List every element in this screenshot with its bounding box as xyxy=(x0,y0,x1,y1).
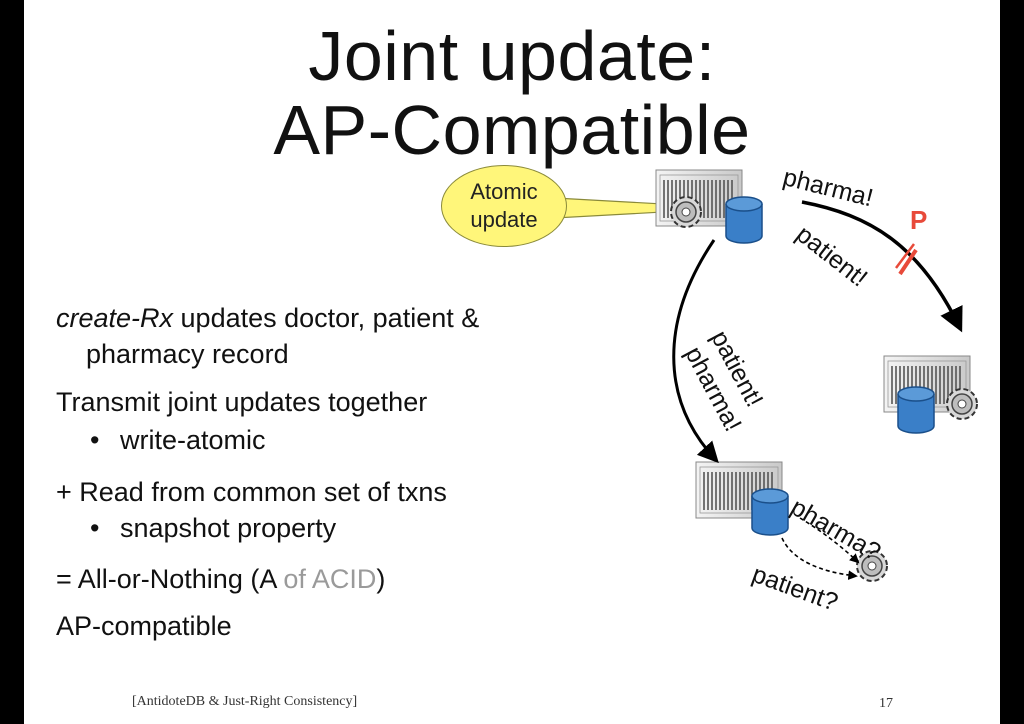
bullet-dot: • xyxy=(90,513,100,543)
arrow-to-bottom-replica xyxy=(672,239,719,464)
body-line-8: AP-compatible xyxy=(56,611,232,641)
body-line-3: Transmit joint updates together xyxy=(56,387,428,417)
server-right xyxy=(883,355,978,434)
partition-label: P xyxy=(910,205,928,235)
body-line-1-rest: updates doctor, patient & xyxy=(173,303,480,333)
of-acid-text: of ACID xyxy=(283,564,377,594)
body-line-7-post: ) xyxy=(376,564,386,594)
body-line-7-pre: = All-or-Nothing (A xyxy=(56,564,284,594)
create-rx-term: create-Rx xyxy=(56,303,174,333)
bullet-dot: • xyxy=(90,425,100,455)
body-line-6: snapshot property xyxy=(120,513,337,543)
server-top xyxy=(655,169,763,244)
body-line-1: create-Rx updates doctor, patient & xyxy=(56,302,479,334)
partition-cut-icon xyxy=(895,243,918,276)
slide-canvas xyxy=(24,0,1000,724)
callout-line-2: update xyxy=(470,207,538,232)
title-line-2: AP-Compatible xyxy=(273,91,751,169)
body-line-2: pharmacy record xyxy=(86,339,289,369)
body-line-7: = All-or-Nothing (A of ACID) xyxy=(56,563,385,595)
arrow-to-right-replica xyxy=(801,200,963,333)
citation: [AntidoteDB & Just-Right Consistency] xyxy=(132,694,358,709)
read-arrow-pharma xyxy=(799,517,860,564)
body-line-4: write-atomic xyxy=(120,425,266,455)
read-arrow-patient xyxy=(781,537,858,580)
atomic-update-callout: Atomic update xyxy=(441,165,567,247)
callout-line-1: Atomic xyxy=(470,179,538,204)
body-line-5: + Read from common set of txns xyxy=(56,477,447,507)
page-number: 17 xyxy=(879,696,893,711)
server-bottom xyxy=(695,461,789,536)
title-line-1: Joint update: xyxy=(308,17,716,95)
